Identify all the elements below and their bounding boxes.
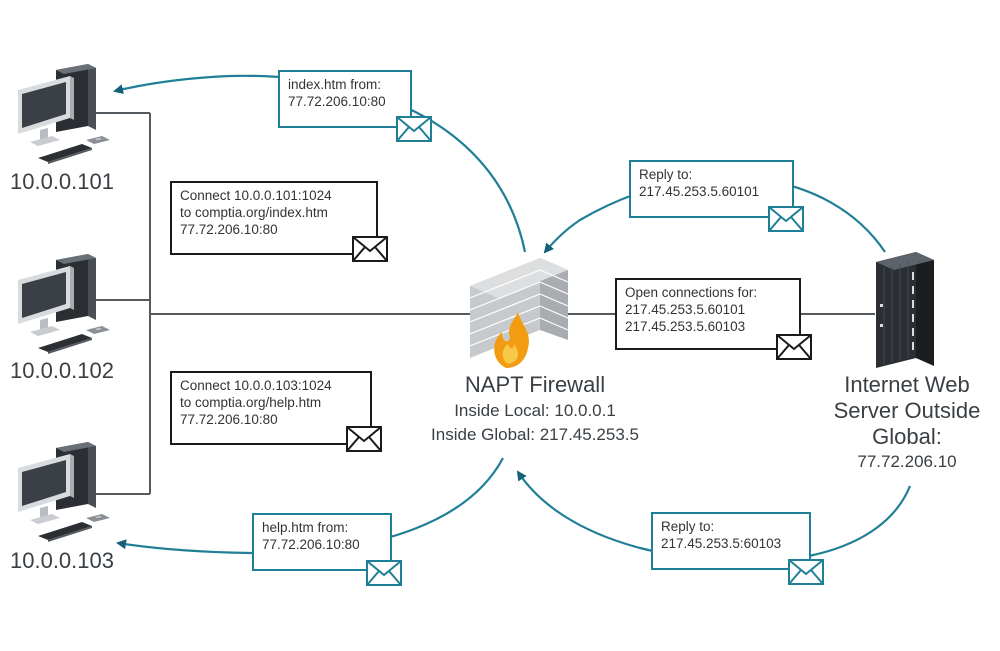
firewall-inside-local: Inside Local: 10.0.0.1 (454, 401, 616, 420)
message-reply-60103: Reply to: 217.45.253.5:60103 (651, 512, 811, 570)
firewall-inside-global: Inside Global: 217.45.253.5 (431, 425, 639, 444)
server-label-line: Global: (872, 424, 942, 449)
host-label-101: 10.0.0.101 (10, 169, 114, 194)
envelope-icon (366, 560, 402, 586)
envelope-icon (396, 116, 432, 142)
message-open-connections: Open connections for: 217.45.253.5.60101… (615, 278, 801, 350)
firewall-icon (469, 258, 569, 368)
message-line: 77.72.206.10:80 (262, 537, 360, 552)
message-line: 217.45.253.5.60101 (625, 302, 746, 317)
server-label: Internet Web Server Outside Global: 77.7… (822, 372, 992, 474)
envelope-icon (352, 236, 388, 262)
message-line: 217.45.253.5:60103 (661, 536, 782, 551)
message-line: to comptia.org/index.htm (180, 205, 328, 220)
message-index-from: index.htm from: 77.72.206.10:80 (278, 70, 412, 128)
message-line: Reply to: (639, 167, 693, 182)
message-line: 77.72.206.10:80 (180, 222, 278, 237)
message-line: to comptia.org/help.htm (180, 395, 322, 410)
message-line: Open connections for: (625, 285, 758, 300)
message-line: 77.72.206.10:80 (180, 412, 278, 427)
message-line: index.htm from: (288, 77, 382, 92)
message-help-from: help.htm from: 77.72.206.10:80 (252, 513, 392, 571)
computer-icon (18, 254, 110, 354)
envelope-icon (788, 559, 824, 585)
message-line: Connect 10.0.0.103:1024 (180, 378, 332, 393)
message-connect-101: Connect 10.0.0.101:1024 to comptia.org/i… (170, 181, 378, 255)
server-ip: 77.72.206.10 (857, 452, 957, 471)
envelope-icon (346, 426, 382, 452)
message-line: 77.72.206.10:80 (288, 94, 386, 109)
firewall-label: NAPT Firewall Inside Local: 10.0.0.1 Ins… (395, 371, 675, 447)
server-label-line: Server Outside (833, 398, 981, 423)
computer-icon (18, 442, 110, 542)
server-icon (876, 252, 934, 368)
host-label-103: 10.0.0.103 (10, 548, 114, 573)
message-line: Connect 10.0.0.101:1024 (180, 188, 332, 203)
message-connect-103: Connect 10.0.0.103:1024 to comptia.org/h… (170, 371, 372, 445)
message-line: 217.45.253.5.60101 (639, 184, 760, 199)
host-label-102: 10.0.0.102 (10, 358, 114, 383)
server-label-line: Internet Web (844, 372, 970, 397)
envelope-icon (768, 206, 804, 232)
message-line: 217.45.253.5.60103 (625, 319, 746, 334)
message-line: help.htm from: (262, 520, 349, 535)
firewall-title: NAPT Firewall (464, 372, 606, 397)
message-reply-60101: Reply to: 217.45.253.5.60101 (629, 160, 794, 218)
message-line: Reply to: (661, 519, 715, 534)
envelope-icon (776, 334, 812, 360)
